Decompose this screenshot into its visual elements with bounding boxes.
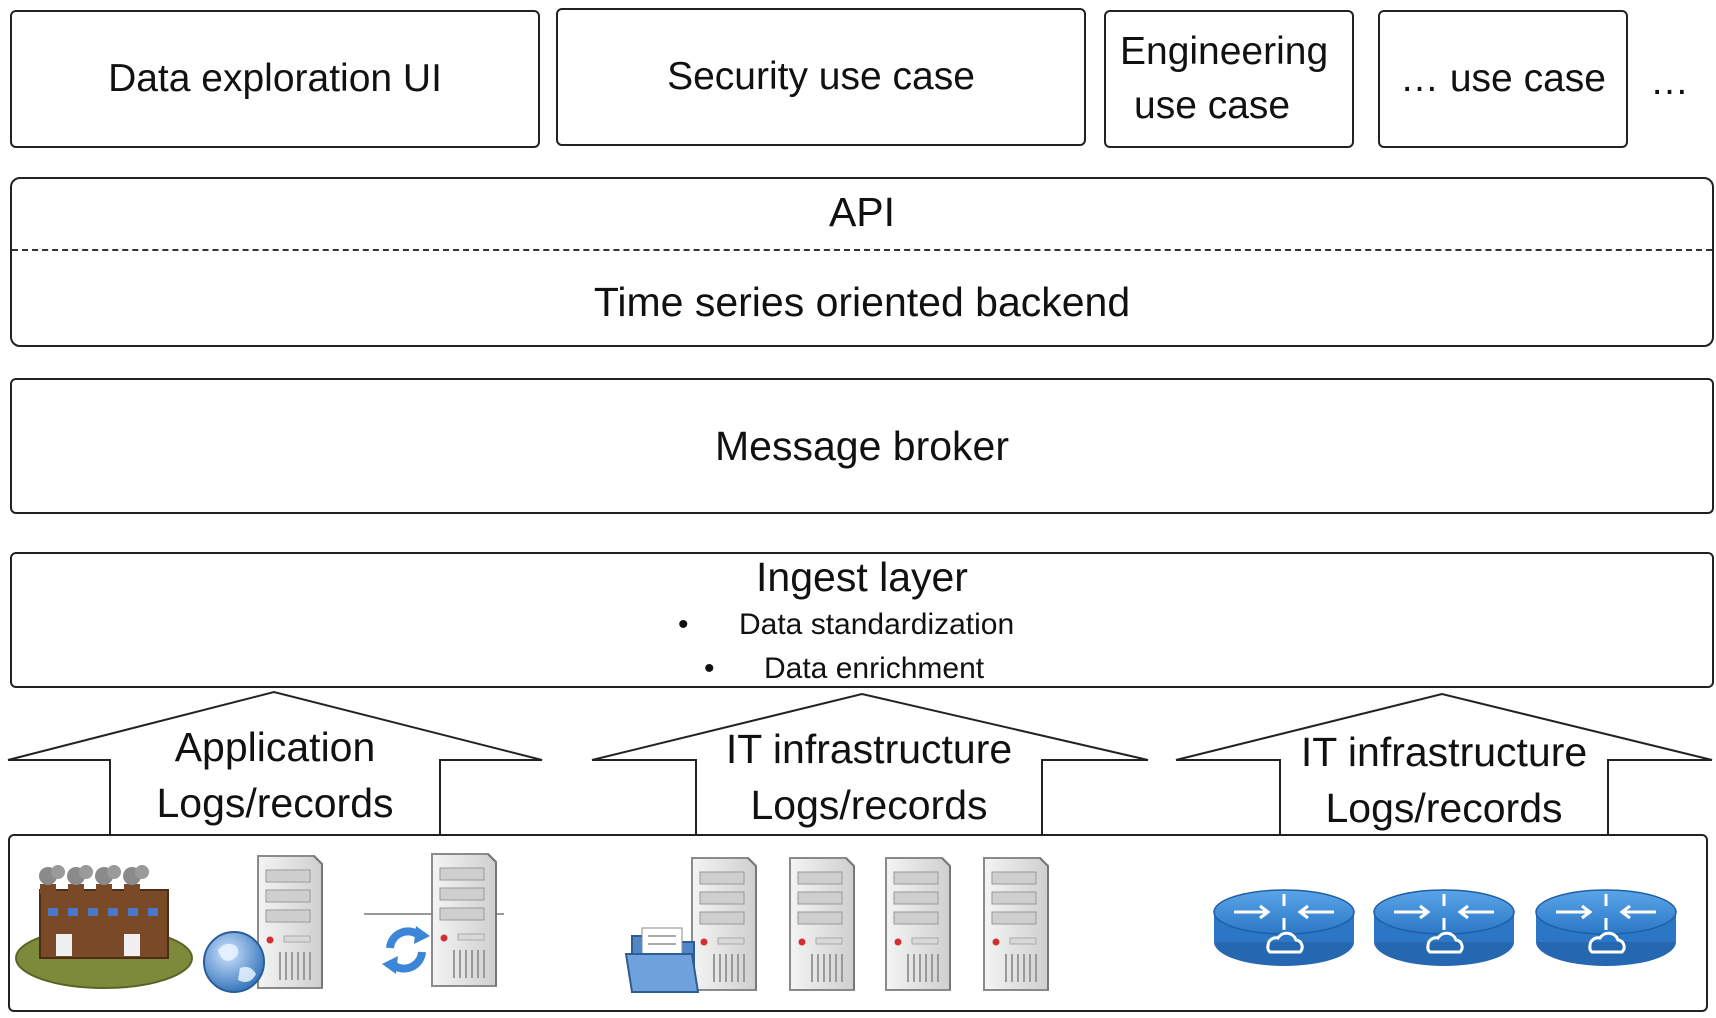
ingest-bullet-2-marker: • (704, 652, 715, 685)
it-infra-arrow-2 (1175, 692, 1713, 837)
file-server-icon (624, 857, 757, 993)
security-use-case-box: Security use case (556, 8, 1086, 146)
backend-label: Time series oriented backend (593, 279, 1131, 325)
source-1-line1: Application (174, 724, 376, 770)
it-infra-arrow-1 (591, 692, 1149, 837)
sync-server-icon (364, 853, 504, 987)
web-server-icon (203, 855, 323, 993)
security-use-case-label: Security use case (667, 55, 975, 98)
message-broker-box: Message broker (10, 378, 1714, 514)
server-icon (983, 857, 1049, 991)
engineering-use-case-label-line2: use case (1134, 84, 1291, 127)
server-icon (789, 857, 855, 991)
router-icon (1534, 888, 1678, 968)
server-icon (885, 857, 951, 991)
ingest-bullet-1: Data standardization (739, 608, 1015, 641)
data-exploration-ui-label: Data exploration UI (108, 57, 442, 100)
data-exploration-ui-box: Data exploration UI (10, 10, 540, 148)
other-use-case-label: … use case (1400, 57, 1606, 100)
message-broker-label: Message broker (715, 422, 1009, 469)
source-3-line1: IT infrastructure (1300, 729, 1588, 775)
other-use-case-box: … use case (1378, 10, 1628, 148)
router-icon (1372, 888, 1516, 968)
ingest-layer-title: Ingest layer (756, 554, 968, 600)
factory-icon (15, 865, 193, 989)
ingest-bullet-1-marker: • (678, 608, 689, 641)
more-use-cases-ellipsis: … (1650, 60, 1689, 103)
api-backend-box: API Time series oriented backend (10, 177, 1714, 347)
source-2-line1: IT infrastructure (725, 726, 1013, 772)
api-label: API (828, 189, 896, 235)
engineering-use-case-box: Engineering use case (1104, 10, 1354, 148)
api-backend-divider (12, 249, 1712, 251)
engineering-use-case-label-line1: Engineering (1120, 30, 1329, 73)
ingest-bullet-2: Data enrichment (764, 652, 985, 685)
router-icon (1212, 888, 1356, 968)
source-1-line2: Logs/records (156, 780, 394, 826)
source-3-line2: Logs/records (1325, 785, 1563, 831)
source-2-line2: Logs/records (750, 782, 988, 828)
ingest-layer-box: Ingest layer • Data standardization • Da… (10, 552, 1714, 688)
application-arrow (7, 690, 543, 837)
